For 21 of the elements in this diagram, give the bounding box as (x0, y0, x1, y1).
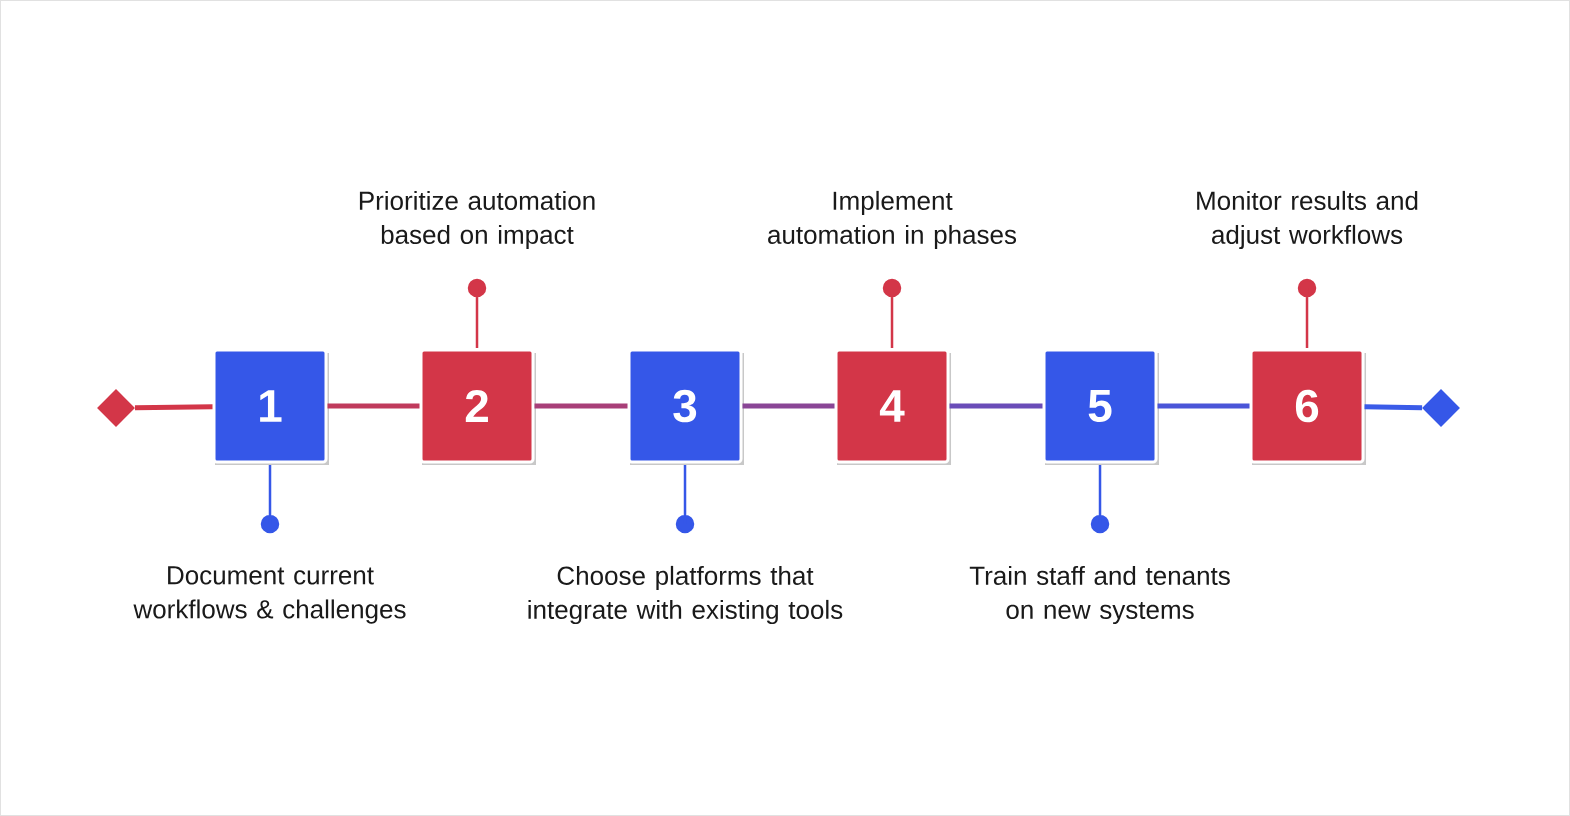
diamond-marker (1422, 389, 1460, 427)
step-description: Train staff and tenants on new systems (969, 565, 1230, 625)
diamond-marker (97, 389, 135, 427)
step-box: 4 (834, 348, 951, 465)
step-box: 3 (627, 348, 744, 465)
step-description: Choose platforms that integrate with existing tools (528, 565, 843, 625)
step-box: 1 (212, 348, 329, 465)
step-box: 6 (1249, 348, 1366, 465)
connector-line (949, 403, 1043, 409)
step-description: Implement automation in phases (768, 190, 1017, 250)
connector-line (534, 403, 628, 409)
connector-line (134, 404, 213, 411)
connector-line (742, 403, 835, 409)
step-box: 5 (1042, 348, 1159, 465)
connector-line (327, 403, 420, 409)
step-description: Document current workflows & challenges (133, 566, 406, 624)
step-description: Monitor results and adjust workflows (1197, 190, 1418, 250)
step-box: 2 (419, 348, 536, 465)
connector-line (1364, 404, 1423, 411)
connector-line (1157, 403, 1250, 409)
step-description: Prioritize automation based on impact (359, 190, 595, 250)
